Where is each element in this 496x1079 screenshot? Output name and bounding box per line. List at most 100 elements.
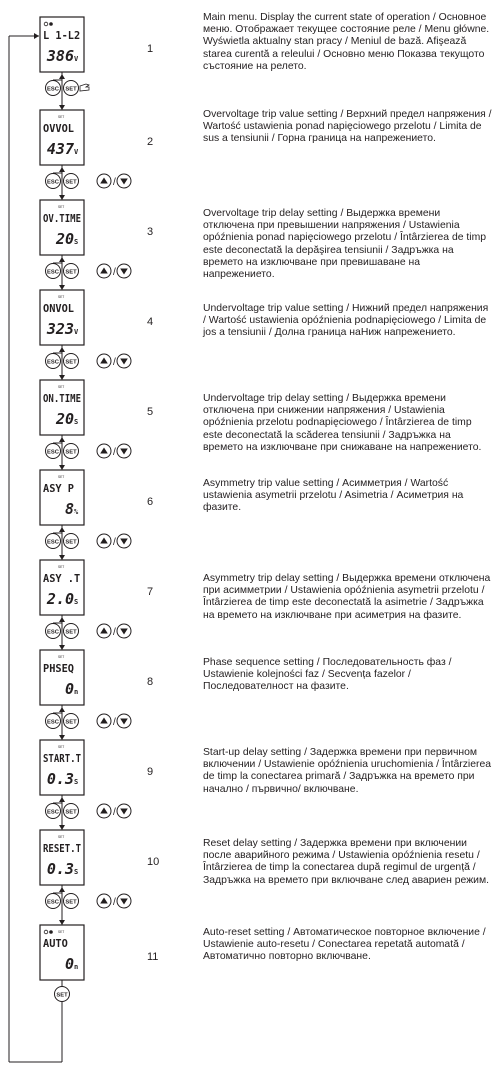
step-description: Undervoltage trip value setting / Нижний…: [203, 303, 489, 339]
arrow-head: [59, 825, 65, 830]
lcd-unit: %: [74, 508, 79, 516]
set-button-label: SET: [65, 899, 77, 905]
esc-button[interactable]: [45, 623, 61, 639]
esc-button-label: ESC: [47, 899, 60, 905]
set-button[interactable]: [63, 353, 79, 369]
set-button[interactable]: [63, 443, 79, 459]
triangle-down-icon: [120, 628, 128, 635]
step-number: 10: [147, 856, 160, 868]
lcd-line-2: 0.3: [47, 770, 74, 788]
lcd-screen: [39, 289, 85, 346]
set-button-label: SET: [65, 449, 77, 455]
lcd-line-2: 20: [55, 230, 74, 248]
esc-button[interactable]: [45, 353, 61, 369]
step-number: 8: [147, 676, 154, 688]
esc-button-label: ESC: [47, 809, 60, 815]
step-description: Auto-reset setting / Автоматическое повт…: [203, 927, 486, 963]
lcd-screen: [39, 739, 85, 796]
lcd-line-2: 0.3: [47, 860, 74, 878]
lcd-line-2: 20: [55, 410, 74, 428]
lcd-line-2: 437: [47, 140, 74, 158]
lcd-screen: [39, 16, 85, 73]
arrow-head: [59, 797, 65, 802]
arrow-head: [59, 617, 65, 622]
lcd-line-2: 0: [65, 680, 74, 698]
set-button[interactable]: [63, 893, 79, 909]
triangle-down-icon: [120, 898, 128, 905]
lcd-line-1: AUTO: [43, 937, 68, 950]
set-button[interactable]: [63, 713, 79, 729]
set-indicator: SET: [58, 745, 64, 749]
esc-button-label: ESC: [47, 629, 60, 635]
step-description: Reset delay setting / Задержка времени п…: [203, 838, 489, 886]
triangle-up-icon: [100, 807, 108, 814]
gear-icon: [43, 929, 49, 935]
esc-button[interactable]: [45, 173, 61, 189]
lcd-line-2: 386: [46, 47, 74, 65]
set-indicator: SET: [58, 205, 64, 209]
step-description: Main menu. Display the current state of …: [203, 12, 490, 72]
esc-button[interactable]: [45, 263, 61, 279]
slash-separator: /: [113, 267, 116, 278]
slash-separator: /: [113, 357, 116, 368]
step-description: Asymmetry trip delay setting / Выдержка …: [203, 573, 491, 621]
set-button[interactable]: [63, 80, 79, 96]
arrow-head: [59, 347, 65, 352]
lcd-unit: S: [74, 598, 78, 606]
esc-button[interactable]: [45, 713, 61, 729]
esc-button-label: ESC: [47, 269, 60, 275]
triangle-down-icon: [120, 358, 128, 365]
relay-icon: [49, 22, 53, 26]
esc-button[interactable]: [45, 80, 61, 96]
arrow-head: [59, 437, 65, 442]
set-button[interactable]: [63, 263, 79, 279]
esc-button[interactable]: [45, 533, 61, 549]
set-button[interactable]: [63, 533, 79, 549]
esc-button[interactable]: [45, 893, 61, 909]
step-number: 3: [147, 226, 154, 238]
lcd-line-2: 323: [46, 320, 74, 338]
arrow-head: [59, 527, 65, 532]
set-button[interactable]: [63, 623, 79, 639]
esc-button-label: ESC: [47, 539, 60, 545]
triangle-up-icon: [100, 177, 108, 184]
set-button[interactable]: [63, 173, 79, 189]
arrow-head: [59, 195, 65, 200]
set-button[interactable]: [54, 986, 70, 1002]
esc-button[interactable]: [45, 443, 61, 459]
lcd-screen: [39, 379, 85, 436]
set-button-label: SET: [65, 86, 77, 92]
triangle-down-icon: [120, 808, 128, 815]
step-description: Overvoltage trip value setting / Верхний…: [203, 109, 492, 145]
lcd-line-1: ASY .T: [43, 572, 81, 585]
triangle-up-icon: [100, 897, 108, 904]
slash-separator: /: [113, 177, 116, 188]
lcd-unit: S: [74, 778, 78, 786]
slash-separator: /: [113, 627, 116, 638]
set-button[interactable]: [63, 803, 79, 819]
arrow-head: [59, 645, 65, 650]
arrow-head: [59, 105, 65, 110]
esc-button[interactable]: [45, 803, 61, 819]
step-number: 5: [147, 406, 154, 418]
triangle-down-icon: [120, 718, 128, 725]
set-indicator: SET: [58, 295, 64, 299]
hand-pointer-icon: [79, 83, 90, 92]
lcd-unit: V: [74, 55, 79, 63]
lcd-line-1: OVVOL: [43, 122, 74, 135]
set-indicator: SET: [58, 565, 64, 569]
slash-separator: /: [113, 447, 116, 458]
lcd-unit: n: [74, 688, 78, 696]
lcd-line-2: 2.0: [46, 590, 74, 608]
lcd-unit: S: [74, 868, 78, 876]
set-indicator: SET: [58, 115, 64, 119]
step-number: 9: [147, 766, 154, 778]
triangle-up-icon: [100, 447, 108, 454]
lcd-line-1: ASY P: [43, 482, 74, 495]
lcd-line-2: 8: [65, 500, 74, 518]
triangle-down-icon: [120, 178, 128, 185]
step-number: 11: [147, 951, 159, 963]
step-description: Undervoltage trip delay setting / Выдерж…: [203, 393, 482, 453]
arrow-head: [59, 920, 65, 925]
